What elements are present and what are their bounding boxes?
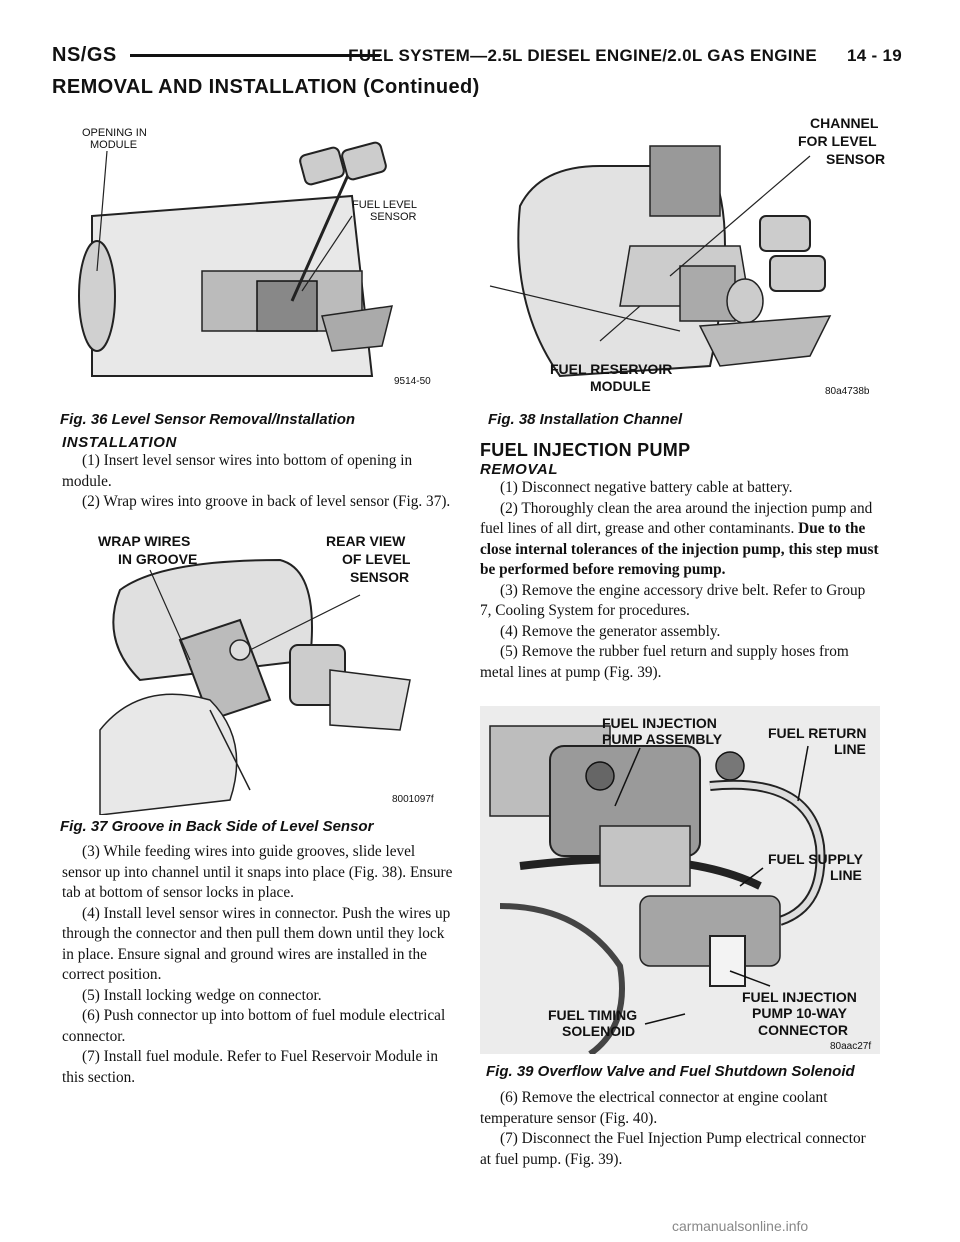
fig36-label-1: OPENING IN	[82, 127, 147, 139]
fig38-illustration: CHANNEL FOR LEVEL SENSOR FUEL RESERVOIR …	[480, 106, 890, 406]
fig39-code: 80aac27f	[830, 1041, 871, 1052]
fig38-label-4: FUEL RESERVOIR	[550, 361, 672, 377]
chapter-title: FUEL SYSTEM—2.5L DIESEL ENGINE/2.0L GAS …	[348, 46, 817, 65]
section-title: FUEL SYSTEM—2.5L DIESEL ENGINE/2.0L GAS …	[348, 46, 902, 66]
installation-text-bottom: (3) While feeding wires into guide groov…	[62, 842, 454, 1088]
fig38-code: 80a4738b	[825, 386, 870, 397]
removal-step-4: (4) Remove the generator assembly.	[500, 622, 721, 640]
fig39-label-6: LINE	[830, 867, 862, 883]
removal-step-5: (5) Remove the rubber fuel return and su…	[480, 643, 849, 681]
fig39-label-7: FUEL INJECTION	[742, 989, 857, 1005]
install-step-1: (1) Insert level sensor wires into botto…	[62, 452, 413, 490]
fig37-caption: Fig. 37 Groove in Back Side of Level Sen…	[60, 818, 374, 835]
fig37-label-1: WRAP WIRES	[98, 533, 190, 549]
install-step-6: (6) Push connector up into bottom of fue…	[62, 1007, 446, 1045]
fig37-label-5: SENSOR	[350, 569, 409, 585]
install-step-4: (4) Install level sensor wires in connec…	[62, 904, 451, 984]
fig37-code: 8001097f	[392, 794, 434, 805]
fuel-pump-text-bottom: (6) Remove the electrical connector at e…	[480, 1088, 880, 1170]
installation-heading: INSTALLATION	[62, 434, 177, 451]
fuel-pump-text-top: FUEL INJECTION PUMP REMOVAL (1) Disconne…	[480, 440, 880, 683]
install-step-5: (5) Install locking wedge on connector.	[82, 986, 322, 1004]
removal-step-2-text: (2) Thoroughly clean the area around the…	[480, 499, 873, 538]
fig36-label-3: FUEL LEVEL	[352, 199, 417, 211]
removal-step-2-warning: Due to the close internal tolerances of …	[480, 520, 879, 578]
manual-code: NS/GS	[52, 44, 117, 66]
fig39-label-10: FUEL TIMING	[548, 1007, 637, 1023]
fig39-label-11: SOLENOID	[562, 1023, 635, 1039]
fig39-label-8: PUMP 10-WAY	[752, 1005, 848, 1021]
fig38-label-1: CHANNEL	[810, 115, 879, 131]
install-step-2: (2) Wrap wires into groove in back of le…	[82, 493, 451, 510]
section-subtitle: REMOVAL AND INSTALLATION (Continued)	[52, 76, 480, 98]
fig36-label-2: MODULE	[90, 139, 137, 151]
page-header: NS/GS FUEL SYSTEM—2.5L DIESEL ENGINE/2.0…	[52, 44, 902, 74]
fig36-caption: Fig. 36 Level Sensor Removal/Installatio…	[60, 411, 356, 428]
fig38-label-5: MODULE	[590, 378, 651, 394]
removal-step-3: (3) Remove the engine accessory drive be…	[480, 581, 866, 620]
fig38-label-2: FOR LEVEL	[798, 133, 877, 149]
fig38-caption: Fig. 38 Installation Channel	[488, 411, 683, 428]
fig39-caption: Fig. 39 Overflow Valve and Fuel Shutdown…	[486, 1063, 855, 1080]
fig36-code: 9514-50	[394, 376, 431, 387]
fig37-label-3: REAR VIEW	[326, 533, 406, 549]
removal-step-2: (2) Thoroughly clean the area around the…	[480, 499, 880, 581]
installation-text-top: INSTALLATION (1) Insert level sensor wir…	[62, 434, 454, 513]
fig37-label-4: OF LEVEL	[342, 551, 411, 567]
fig39-label-9: CONNECTOR	[758, 1022, 848, 1038]
removal-heading: REMOVAL	[480, 461, 559, 478]
fig39-label-5: FUEL SUPPLY	[768, 851, 864, 867]
fig38-label-3: SENSOR	[826, 151, 885, 167]
removal-step-7: (7) Disconnect the Fuel Injection Pump e…	[480, 1130, 866, 1168]
fig36-label-4: SENSOR	[370, 211, 417, 223]
header-rule	[130, 54, 380, 57]
fig39-label-2: PUMP ASSEMBLY	[602, 731, 723, 747]
fig39-label-1: FUEL INJECTION	[602, 715, 717, 731]
page-number: 14 - 19	[846, 46, 902, 65]
fig36-illustration: OPENING IN MODULE FUEL LEVEL SENSOR 9514…	[52, 106, 462, 406]
fig37-illustration: WRAP WIRES IN GROOVE REAR VIEW OF LEVEL …	[80, 530, 460, 815]
removal-step-6: (6) Remove the electrical connector at e…	[480, 1089, 828, 1127]
watermark: carmanualsonline.info	[672, 1218, 809, 1234]
fig37-label-2: IN GROOVE	[118, 551, 197, 567]
removal-step-1: (1) Disconnect negative battery cable at…	[500, 479, 793, 496]
fig39-label-4: LINE	[834, 741, 866, 757]
install-step-7: (7) Install fuel module. Refer to Fuel R…	[62, 1048, 438, 1086]
install-step-3: (3) While feeding wires into guide groov…	[62, 843, 453, 901]
fig39-illustration: FUEL INJECTION PUMP ASSEMBLY FUEL RETURN…	[480, 706, 880, 1054]
fuel-injection-pump-heading: FUEL INJECTION PUMP	[480, 440, 691, 460]
fig39-label-3: FUEL RETURN	[768, 725, 867, 741]
